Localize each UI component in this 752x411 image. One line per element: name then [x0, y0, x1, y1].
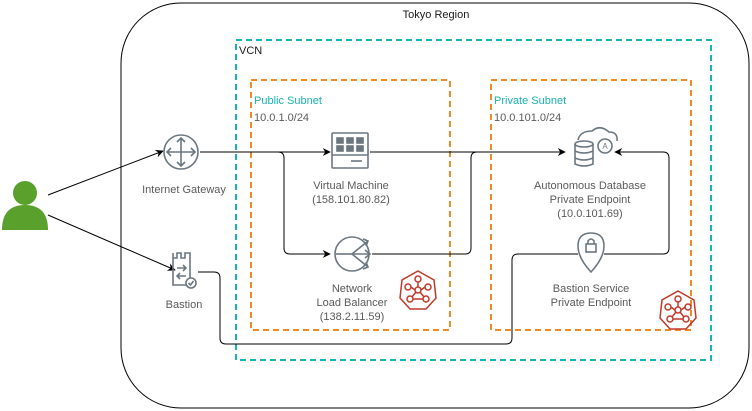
edge-user-gateway: [47, 149, 164, 196]
public-subnet-cidr: 10.0.1.0/24: [254, 112, 309, 124]
region-label: Tokyo Region: [403, 9, 470, 21]
connectors: [47, 148, 670, 345]
adb-label-line2: Private Endpoint: [550, 194, 631, 206]
security-list-icon: [399, 270, 437, 310]
edge-bastion-pe: [198, 253, 578, 345]
nlb-label-line2: Load Balancer: [317, 297, 388, 309]
network-load-balancer-icon: [334, 236, 372, 272]
vcn-boundary: [235, 39, 712, 361]
virtual-machine-label-line1: Virtual Machine: [313, 180, 389, 192]
internet-gateway-label: Internet Gateway: [142, 184, 226, 196]
bastion-label: Bastion: [166, 299, 203, 311]
public-subnet-boundary: [250, 79, 451, 331]
vcn-label: VCN: [239, 45, 262, 57]
svg-text:A: A: [602, 142, 608, 151]
private-subnet-cidr: 10.0.101.0/24: [494, 112, 561, 124]
private-subnet-boundary: [490, 79, 692, 331]
public-subnet-label: Public Subnet: [254, 95, 322, 107]
adb-label-line3: (10.0.101.69): [557, 208, 622, 220]
private-endpoint-icon: [577, 232, 605, 274]
nlb-label-line1: Network: [332, 283, 373, 295]
autonomous-database-icon: A: [574, 126, 618, 167]
bastion-icon: [172, 252, 197, 289]
virtual-machine-label-line2: (158.101.80.82): [312, 194, 390, 206]
nlb-label-line3: (138.2.11.59): [320, 311, 385, 323]
bastion-service-label-line2: Private Endpoint: [551, 297, 632, 309]
edge-user-bastion: [47, 214, 176, 271]
security-list-icon: [659, 290, 697, 330]
virtual-machine-icon: [331, 132, 369, 169]
private-subnet-label: Private Subnet: [494, 95, 566, 107]
bastion-service-label-line1: Bastion Service: [553, 283, 629, 295]
edge-pe-adb: [604, 148, 670, 255]
region-boundary: [120, 2, 750, 409]
internet-gateway-icon: [163, 134, 199, 170]
user-icon: [2, 181, 48, 230]
edge-gateway-nlb: [240, 151, 331, 258]
edge-nlb-adb: [372, 151, 478, 255]
adb-label-line1: Autonomous Database: [534, 180, 646, 192]
